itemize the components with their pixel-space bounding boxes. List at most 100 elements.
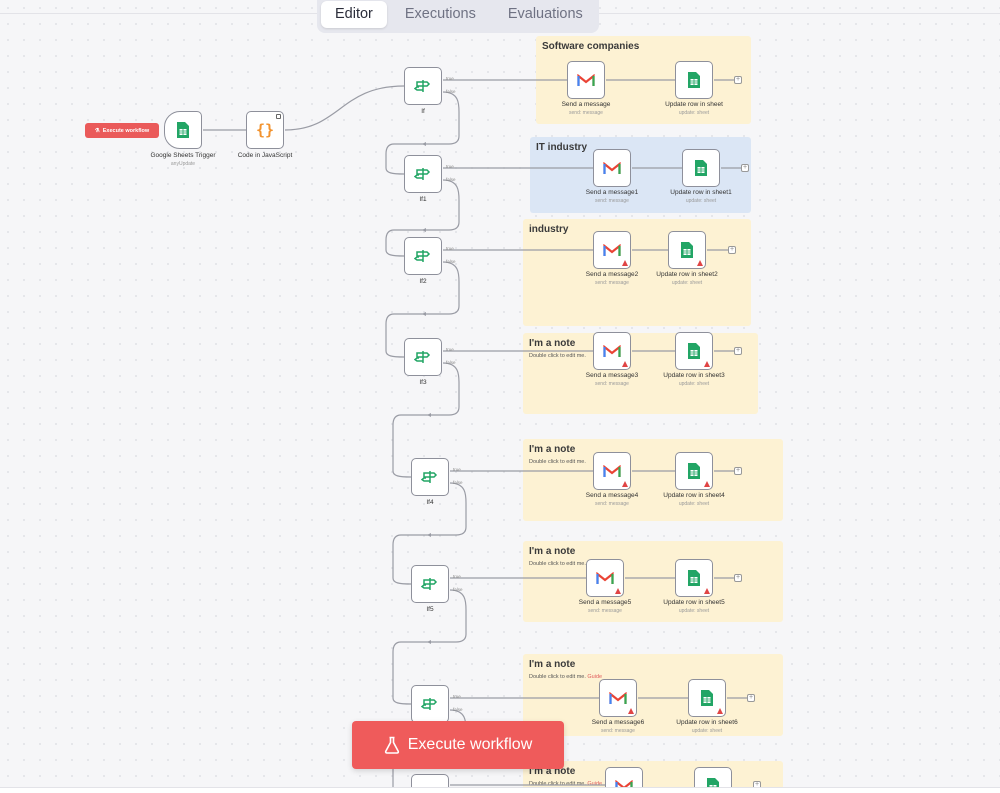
node-label: Send a message1 xyxy=(585,189,639,196)
gmail-node[interactable] xyxy=(593,231,631,269)
sticky-note[interactable]: I'm a note Double click to edit me. Guid… xyxy=(523,654,783,736)
add-node-button[interactable]: + xyxy=(728,246,736,254)
tab-evaluations[interactable]: Evaluations xyxy=(507,6,583,22)
warning-icon xyxy=(628,708,634,714)
tab-editor[interactable]: Editor xyxy=(321,1,387,28)
google-sheets-node[interactable] xyxy=(675,332,713,370)
if-node[interactable] xyxy=(411,458,449,496)
node-label: Send a message6 xyxy=(591,719,645,726)
sticky-subtitle: Double click to edit me. xyxy=(529,353,586,359)
if-node[interactable] xyxy=(404,67,442,105)
node-subtitle: anyUpdate xyxy=(170,161,196,167)
node-subtitle: update: sheet xyxy=(671,280,703,286)
warning-icon xyxy=(717,708,723,714)
add-node-button[interactable]: + xyxy=(741,164,749,172)
sticky-title: I'm a note xyxy=(529,659,576,670)
warning-icon xyxy=(697,260,703,266)
gmail-node[interactable] xyxy=(599,679,637,717)
node-label: Send a message2 xyxy=(585,271,639,278)
true-port-label: true xyxy=(453,574,461,579)
sticky-note[interactable]: industry xyxy=(523,219,751,326)
node-subtitle: send: message xyxy=(595,198,629,204)
google-sheets-trigger-node[interactable] xyxy=(164,111,202,149)
add-node-button[interactable]: + xyxy=(734,574,742,582)
flask-icon xyxy=(384,736,399,754)
gmail-icon xyxy=(603,344,621,357)
node-label: If3 xyxy=(419,379,427,386)
google-sheets-node[interactable] xyxy=(668,231,706,269)
warning-icon xyxy=(615,588,621,594)
google-sheets-icon xyxy=(688,343,700,359)
node-subtitle: update: sheet xyxy=(685,198,717,204)
warning-icon xyxy=(622,481,628,487)
code-javascript-node[interactable]: {} xyxy=(246,111,284,149)
if-node[interactable] xyxy=(404,155,442,193)
warning-icon xyxy=(622,361,628,367)
node-label: Send a message5 xyxy=(578,599,632,606)
sticky-subtitle: Double click to edit me. xyxy=(529,459,586,465)
node-subtitle: send: message xyxy=(588,608,622,614)
sticky-title: I'm a note xyxy=(529,766,576,777)
google-sheets-node[interactable] xyxy=(682,149,720,187)
node-subtitle: update: sheet xyxy=(678,110,710,116)
node-subtitle: send: message xyxy=(595,501,629,507)
if-branch-icon xyxy=(414,80,431,92)
false-port-label: false xyxy=(446,360,456,365)
node-subtitle: update: sheet xyxy=(678,608,710,614)
false-port-label: false xyxy=(453,587,463,592)
false-port-label: false xyxy=(446,177,456,182)
node-label: If5 xyxy=(426,606,434,613)
if-node[interactable] xyxy=(411,685,449,723)
gmail-node[interactable] xyxy=(567,61,605,99)
node-subtitle: update: sheet xyxy=(678,501,710,507)
sticky-title: IT industry xyxy=(536,142,588,153)
add-node-button[interactable]: + xyxy=(734,347,742,355)
if-branch-icon xyxy=(414,351,431,363)
if-node[interactable] xyxy=(404,237,442,275)
code-braces-icon: {} xyxy=(255,121,275,139)
node-label: Send a message4 xyxy=(585,492,639,499)
google-sheets-node[interactable] xyxy=(675,559,713,597)
node-label: If4 xyxy=(426,499,434,506)
node-label: Update row in sheet2 xyxy=(656,271,718,278)
warning-icon xyxy=(622,260,628,266)
if-node[interactable] xyxy=(411,565,449,603)
if-branch-icon xyxy=(421,698,438,710)
sticky-note[interactable]: I'm a note Double click to edit me. Guid… xyxy=(523,761,783,791)
google-sheets-icon xyxy=(688,72,700,88)
node-label: Update row in sheet6 xyxy=(676,719,738,726)
add-node-button[interactable]: + xyxy=(747,694,755,702)
node-subtitle: update: sheet xyxy=(691,728,723,734)
warning-icon xyxy=(704,481,710,487)
true-port-label: true xyxy=(446,246,454,251)
add-node-button[interactable]: + xyxy=(734,76,742,84)
gmail-node[interactable] xyxy=(593,452,631,490)
if-node[interactable] xyxy=(404,338,442,376)
gmail-node[interactable] xyxy=(593,149,631,187)
node-subtitle: send: message xyxy=(569,110,603,116)
if-branch-icon xyxy=(421,578,438,590)
google-sheets-icon xyxy=(177,122,189,138)
node-label: Update row in sheet1 xyxy=(670,189,732,196)
google-sheets-node[interactable] xyxy=(688,679,726,717)
google-sheets-icon xyxy=(695,160,707,176)
gmail-icon xyxy=(596,571,614,584)
sticky-note[interactable]: I'm a note Double click to edit me. xyxy=(523,439,783,521)
false-port-label: false xyxy=(446,259,456,264)
sticky-subtitle: Double click to edit me. xyxy=(529,561,586,567)
gmail-icon xyxy=(603,243,621,256)
sticky-note[interactable]: I'm a note Double click to edit me. xyxy=(523,333,758,414)
execute-workflow-small-button[interactable]: ⚗ Execute workflow xyxy=(85,123,159,138)
google-sheets-node[interactable] xyxy=(675,61,713,99)
sticky-title: industry xyxy=(529,224,569,235)
tab-executions[interactable]: Executions xyxy=(404,6,476,22)
node-subtitle: send: message xyxy=(595,280,629,286)
gmail-node[interactable] xyxy=(593,332,631,370)
gmail-node[interactable] xyxy=(586,559,624,597)
google-sheets-node[interactable] xyxy=(675,452,713,490)
false-port-label: false xyxy=(446,89,456,94)
warning-icon xyxy=(704,588,710,594)
execute-workflow-button[interactable]: Execute workflow xyxy=(352,721,564,769)
add-node-button[interactable]: + xyxy=(734,467,742,475)
